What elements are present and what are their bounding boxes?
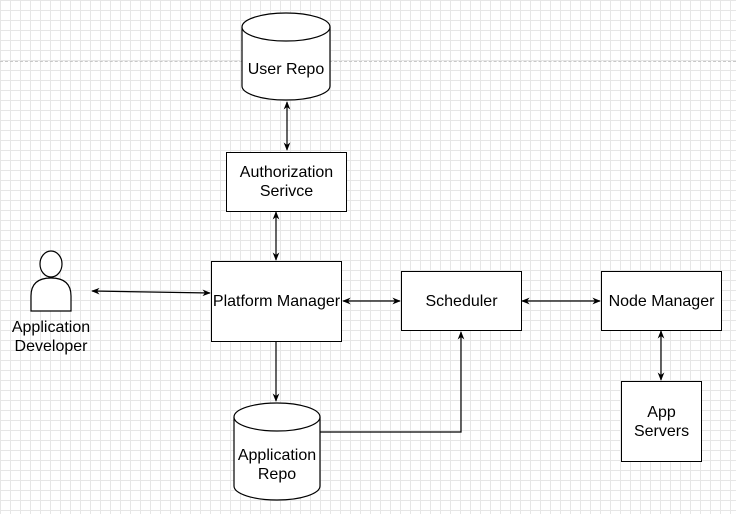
application-repo-cylinder-shape[interactable] [233, 402, 321, 501]
person-icon[interactable] [30, 250, 72, 312]
node-manager-box[interactable]: Node Manager [601, 271, 722, 331]
scheduler-label: Scheduler [425, 292, 498, 310]
app-servers-label: App Servers [633, 403, 690, 440]
user-repo-label: User Repo [247, 61, 325, 78]
edge-application-repo-scheduler [320, 331, 465, 433]
authorization-service-box[interactable]: Authorization Serivce [226, 152, 347, 212]
platform-manager-label: Platform Manager [212, 293, 341, 310]
node-manager-label: Node Manager [608, 292, 715, 310]
application-developer-label: Application Developer [11, 319, 91, 355]
edge-developer-platform [91, 287, 211, 297]
user-repo-cylinder-shape[interactable] [241, 12, 331, 101]
app-servers-box[interactable]: App Servers [621, 381, 702, 462]
scheduler-box[interactable]: Scheduler [401, 271, 522, 331]
application-repo-label: Application Repo [237, 447, 317, 483]
platform-manager-box[interactable]: Platform Manager [211, 261, 342, 342]
authorization-service-label: Authorization Serivce [239, 164, 334, 200]
page-break-line [0, 61, 736, 62]
